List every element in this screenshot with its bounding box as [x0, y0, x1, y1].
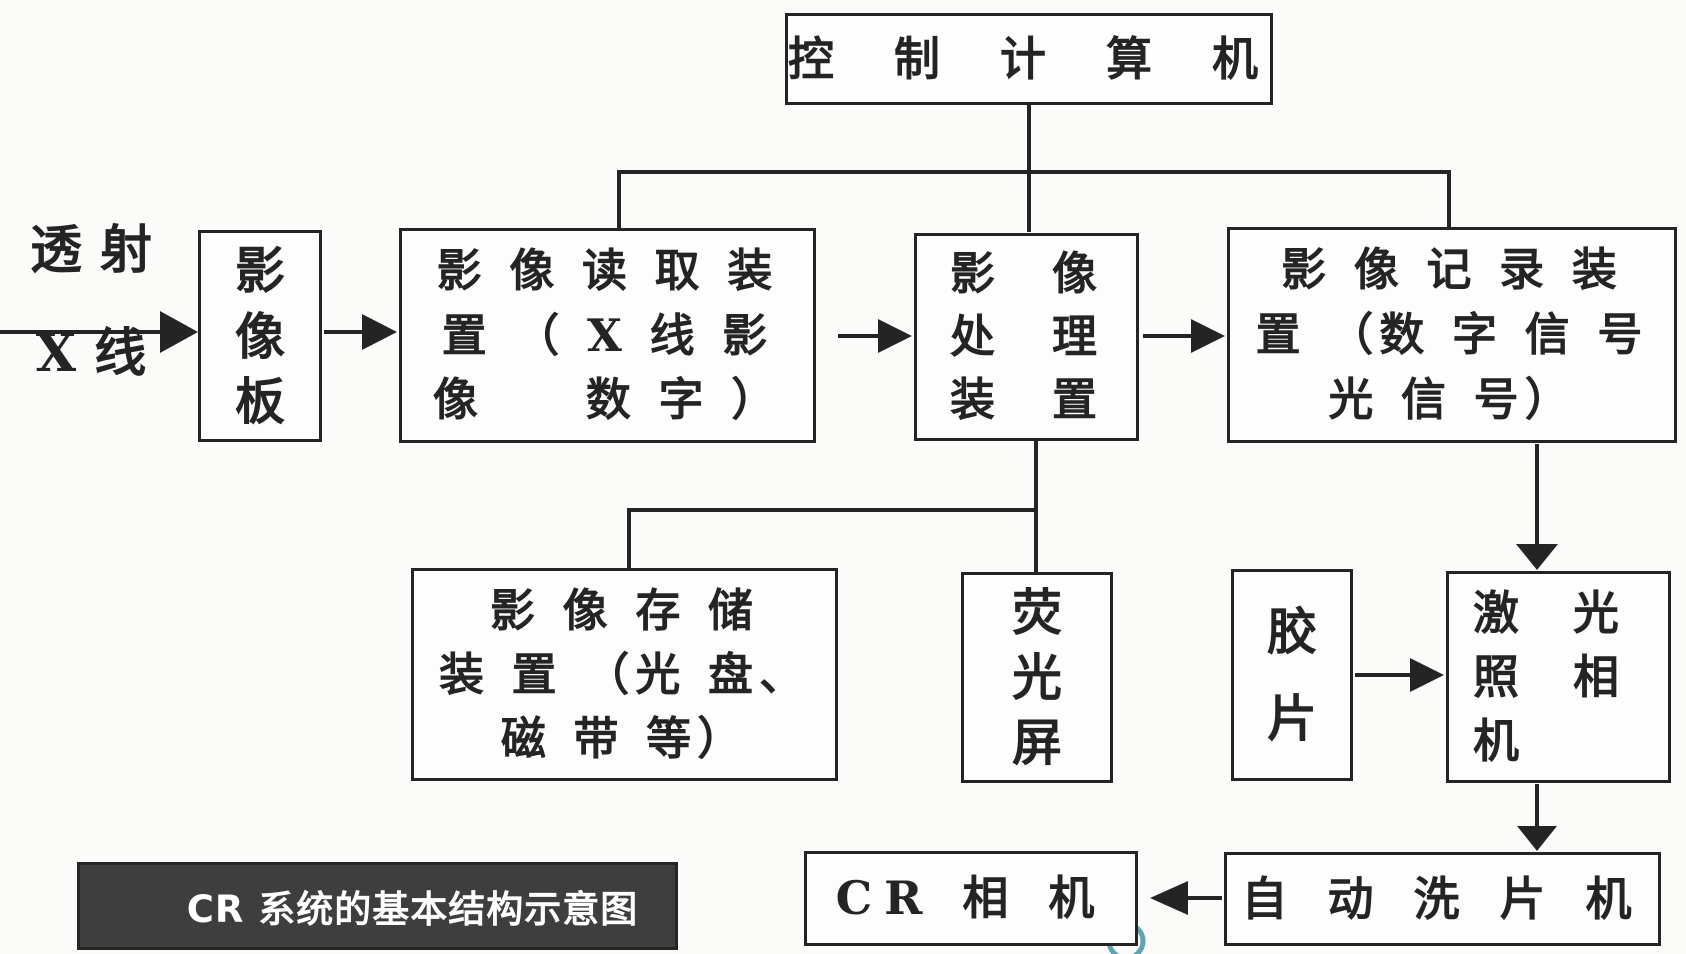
node-fluorescent-screen: 荧 光 屏: [961, 572, 1113, 783]
image-processor-line1: 影 像: [949, 247, 1103, 301]
arrow-filmprocessor-to-cr: [1150, 881, 1222, 915]
arrow-reader-to-processor: [838, 319, 912, 353]
node-film: 胶 片: [1231, 569, 1353, 781]
xray-label-line2: X 线: [35, 323, 147, 385]
cr-camera-label: CR 相 机: [835, 871, 1107, 926]
image-recorder-line1: 影 像 记 录 装: [1281, 243, 1623, 297]
film-line1: 胶: [1267, 602, 1317, 661]
node-image-plate: 影 像 板: [198, 230, 322, 442]
caption-text: CR 系统的基本结构示意图: [186, 888, 639, 931]
arrow-recorder-to-laser: [1516, 444, 1558, 570]
arrow-film-to-laser: [1355, 658, 1444, 692]
image-plate-line2: 像: [235, 306, 285, 366]
laser-camera-line3: 机: [1473, 713, 1523, 768]
laser-camera-line2: 照 相: [1473, 649, 1623, 704]
arrow-processor-to-recorder: [1143, 319, 1225, 353]
node-cr-camera: CR 相 机: [804, 851, 1138, 946]
film-line2: 片: [1267, 689, 1317, 748]
caption-bar: CR 系统的基本结构示意图: [77, 862, 678, 950]
image-reader-line1: 影 像 读 取 装: [436, 244, 779, 298]
fluorescent-screen-line2: 光: [1012, 648, 1062, 707]
arrow-plate-to-reader: [324, 314, 397, 350]
node-image-storage: 影 像 存 储 装 置 （光 盘、 磁 带 等）: [411, 568, 838, 781]
xray-label-line1: 透 射: [29, 220, 153, 281]
image-plate-line1: 影: [235, 241, 285, 301]
image-recorder-line3: 光 信 号）: [1328, 373, 1576, 427]
image-reader-line2: 置 （ X 线 影: [441, 308, 774, 362]
node-laser-camera: 激 光 照 相 机: [1446, 571, 1671, 783]
label-transmitted-xray: 透 射 X 线: [6, 220, 176, 385]
image-storage-line2: 装 置 （光 盘、: [439, 647, 810, 701]
node-image-reader: 影 像 读 取 装 置 （ X 线 影 像 数 字 ）: [399, 228, 816, 443]
image-reader-line3: 像 数 字 ）: [432, 373, 783, 427]
node-image-recorder: 影 像 记 录 装 置 （数 字 信 号 光 信 号）: [1227, 227, 1677, 443]
image-processor-line3: 装 置: [949, 373, 1103, 427]
laser-camera-line1: 激 光: [1473, 585, 1623, 640]
auto-film-processor-label: 自 动 洗 片 机: [1241, 871, 1644, 926]
node-control-computer: 控 制 计 算 机: [785, 13, 1273, 105]
image-plate-line3: 板: [235, 371, 285, 431]
fluorescent-screen-line1: 荧: [1012, 583, 1062, 642]
control-computer-label: 控 制 计 算 机: [788, 31, 1281, 86]
image-processor-line2: 处 理: [949, 310, 1103, 364]
arrow-laser-to-filmprocessor: [1517, 784, 1557, 851]
fluorescent-screen-line3: 屏: [1012, 713, 1062, 772]
image-storage-line3: 磁 带 等）: [500, 711, 749, 765]
node-auto-film-processor: 自 动 洗 片 机: [1224, 852, 1661, 946]
node-image-processor: 影 像 处 理 装 置: [914, 233, 1139, 441]
image-recorder-line2: 置 （数 字 信 号: [1255, 308, 1649, 362]
image-storage-line1: 影 像 存 储: [490, 583, 759, 637]
